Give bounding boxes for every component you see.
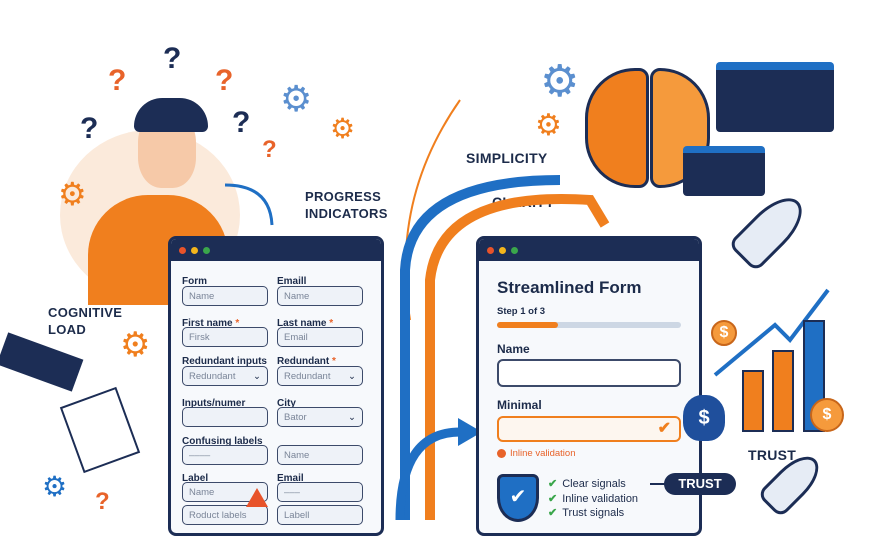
- arrow-into-form: [395, 427, 461, 520]
- chevron-down-icon: ⌄: [348, 370, 356, 382]
- question-mark-icon: ?: [95, 488, 110, 515]
- question-mark-icon: ?: [163, 42, 182, 75]
- question-mark-icon: ?: [215, 64, 234, 97]
- check-icon: ✔: [548, 478, 558, 490]
- brain-left-icon: [585, 68, 649, 188]
- brain-right-icon: [650, 68, 710, 188]
- field-label: Email: [277, 473, 304, 484]
- inline-validation-message: Inline validation: [497, 448, 576, 459]
- flow-arrows: [224, 99, 830, 520]
- gear-icon: ⚙: [535, 109, 562, 142]
- window-dot-red: [487, 246, 494, 254]
- label-cognitive-load: COGNITIVE LOAD: [48, 305, 123, 337]
- field-label: Emaill: [277, 276, 307, 287]
- text-field[interactable]: ––––: [182, 445, 268, 465]
- gear-icon: ⚙: [540, 57, 580, 106]
- text-field[interactable]: Roduct labels: [182, 505, 268, 525]
- validation-text: Inline validation: [510, 448, 576, 459]
- checkmark-icon: ✔: [657, 420, 671, 437]
- chart-bar: [772, 350, 794, 432]
- text-field[interactable]: Name: [277, 286, 363, 306]
- select-field[interactable]: Bator⌄: [277, 407, 363, 427]
- coin-icon: $: [810, 398, 844, 432]
- shield-icon: ✔: [497, 474, 539, 522]
- warning-icon: [246, 488, 268, 507]
- field-label: Redundant *: [277, 356, 336, 367]
- band-blue: [400, 175, 561, 520]
- select-field[interactable]: Redundant⌄: [277, 366, 363, 386]
- name-input[interactable]: [497, 359, 681, 387]
- required-asterisk: *: [235, 318, 240, 329]
- checklist-item: ✔Inline validation: [548, 492, 639, 505]
- trust-checklist: ✔Clear signals ✔Inline validation ✔Trust…: [548, 477, 638, 521]
- text-field[interactable]: Name: [182, 286, 268, 306]
- person-hair: [134, 98, 208, 132]
- gear-icon: ⚙: [120, 326, 151, 364]
- check-icon: ✔: [548, 507, 558, 519]
- field-label: Confusing labels: [182, 436, 263, 447]
- field-label: Inputs/numer: [182, 398, 246, 409]
- text-field[interactable]: Name: [277, 445, 363, 465]
- arrow-to-form: [224, 183, 274, 226]
- window-titlebar: [479, 239, 699, 261]
- gear-icon: ⚙: [330, 113, 356, 144]
- text-field[interactable]: [182, 407, 268, 427]
- trust-badge: TRUST: [664, 473, 736, 495]
- code-window-icon: [716, 62, 834, 132]
- connector-line: [650, 483, 668, 485]
- band-orange: [425, 194, 610, 520]
- gear-icon: ⚙: [58, 176, 87, 212]
- form-title: Streamlined Form: [497, 278, 642, 297]
- field-label: City: [277, 398, 296, 409]
- required-asterisk: *: [329, 318, 334, 329]
- select-field[interactable]: Redundant⌄: [182, 366, 268, 386]
- text-field[interactable]: Firsk: [182, 327, 268, 347]
- window-dot-red: [179, 246, 186, 254]
- gear-icon: ⚙: [42, 471, 68, 502]
- window-dot-green: [203, 246, 210, 254]
- chart-bar: [742, 370, 764, 432]
- field-label: Redundant inputs: [182, 356, 267, 367]
- window-dot-yellow: [499, 246, 506, 254]
- check-icon: ✔: [548, 492, 558, 505]
- arrowhead: [458, 418, 482, 446]
- growth-arrow: [713, 288, 830, 377]
- chevron-down-icon: ⌄: [348, 411, 356, 423]
- alert-icon: [497, 449, 506, 458]
- field-label: Last name *: [277, 318, 334, 329]
- minimal-label: Minimal: [497, 398, 542, 412]
- text-field[interactable]: –––: [277, 482, 363, 502]
- window-dot-yellow: [191, 246, 198, 254]
- code-window-icon: [683, 146, 765, 196]
- progress-bar: [497, 322, 681, 328]
- required-asterisk: *: [332, 356, 336, 367]
- question-mark-icon: ?: [108, 64, 127, 97]
- checklist-item: ✔Trust signals: [548, 507, 625, 519]
- question-mark-icon: ?: [80, 112, 99, 145]
- checklist-item: ✔Clear signals: [548, 478, 626, 490]
- chevron-down-icon: ⌄: [253, 370, 261, 382]
- minimal-input[interactable]: ✔: [497, 416, 681, 442]
- name-label: Name: [497, 342, 530, 356]
- field-label: Form: [182, 276, 207, 287]
- text-field[interactable]: Labell: [277, 505, 363, 525]
- gear-icon: ⚙: [280, 78, 313, 119]
- window-titlebar: [171, 239, 381, 261]
- field-label: First name *: [182, 318, 240, 329]
- question-mark-icon: ?: [262, 136, 277, 163]
- progress-fill: [497, 322, 558, 328]
- window-dot-green: [511, 246, 518, 254]
- label-simplicity: SIMPLICITY: [466, 150, 548, 166]
- coin-icon: $: [711, 320, 737, 346]
- text-field[interactable]: Email: [277, 327, 363, 347]
- field-label: Label: [182, 473, 209, 484]
- label-progress-indicators: PROGRESS INDICATORS: [305, 189, 388, 221]
- question-mark-icon: ?: [232, 106, 251, 139]
- label-trust: TRUST: [748, 447, 797, 463]
- money-bag-icon: $: [683, 395, 725, 441]
- step-indicator: Step 1 of 3: [497, 306, 546, 317]
